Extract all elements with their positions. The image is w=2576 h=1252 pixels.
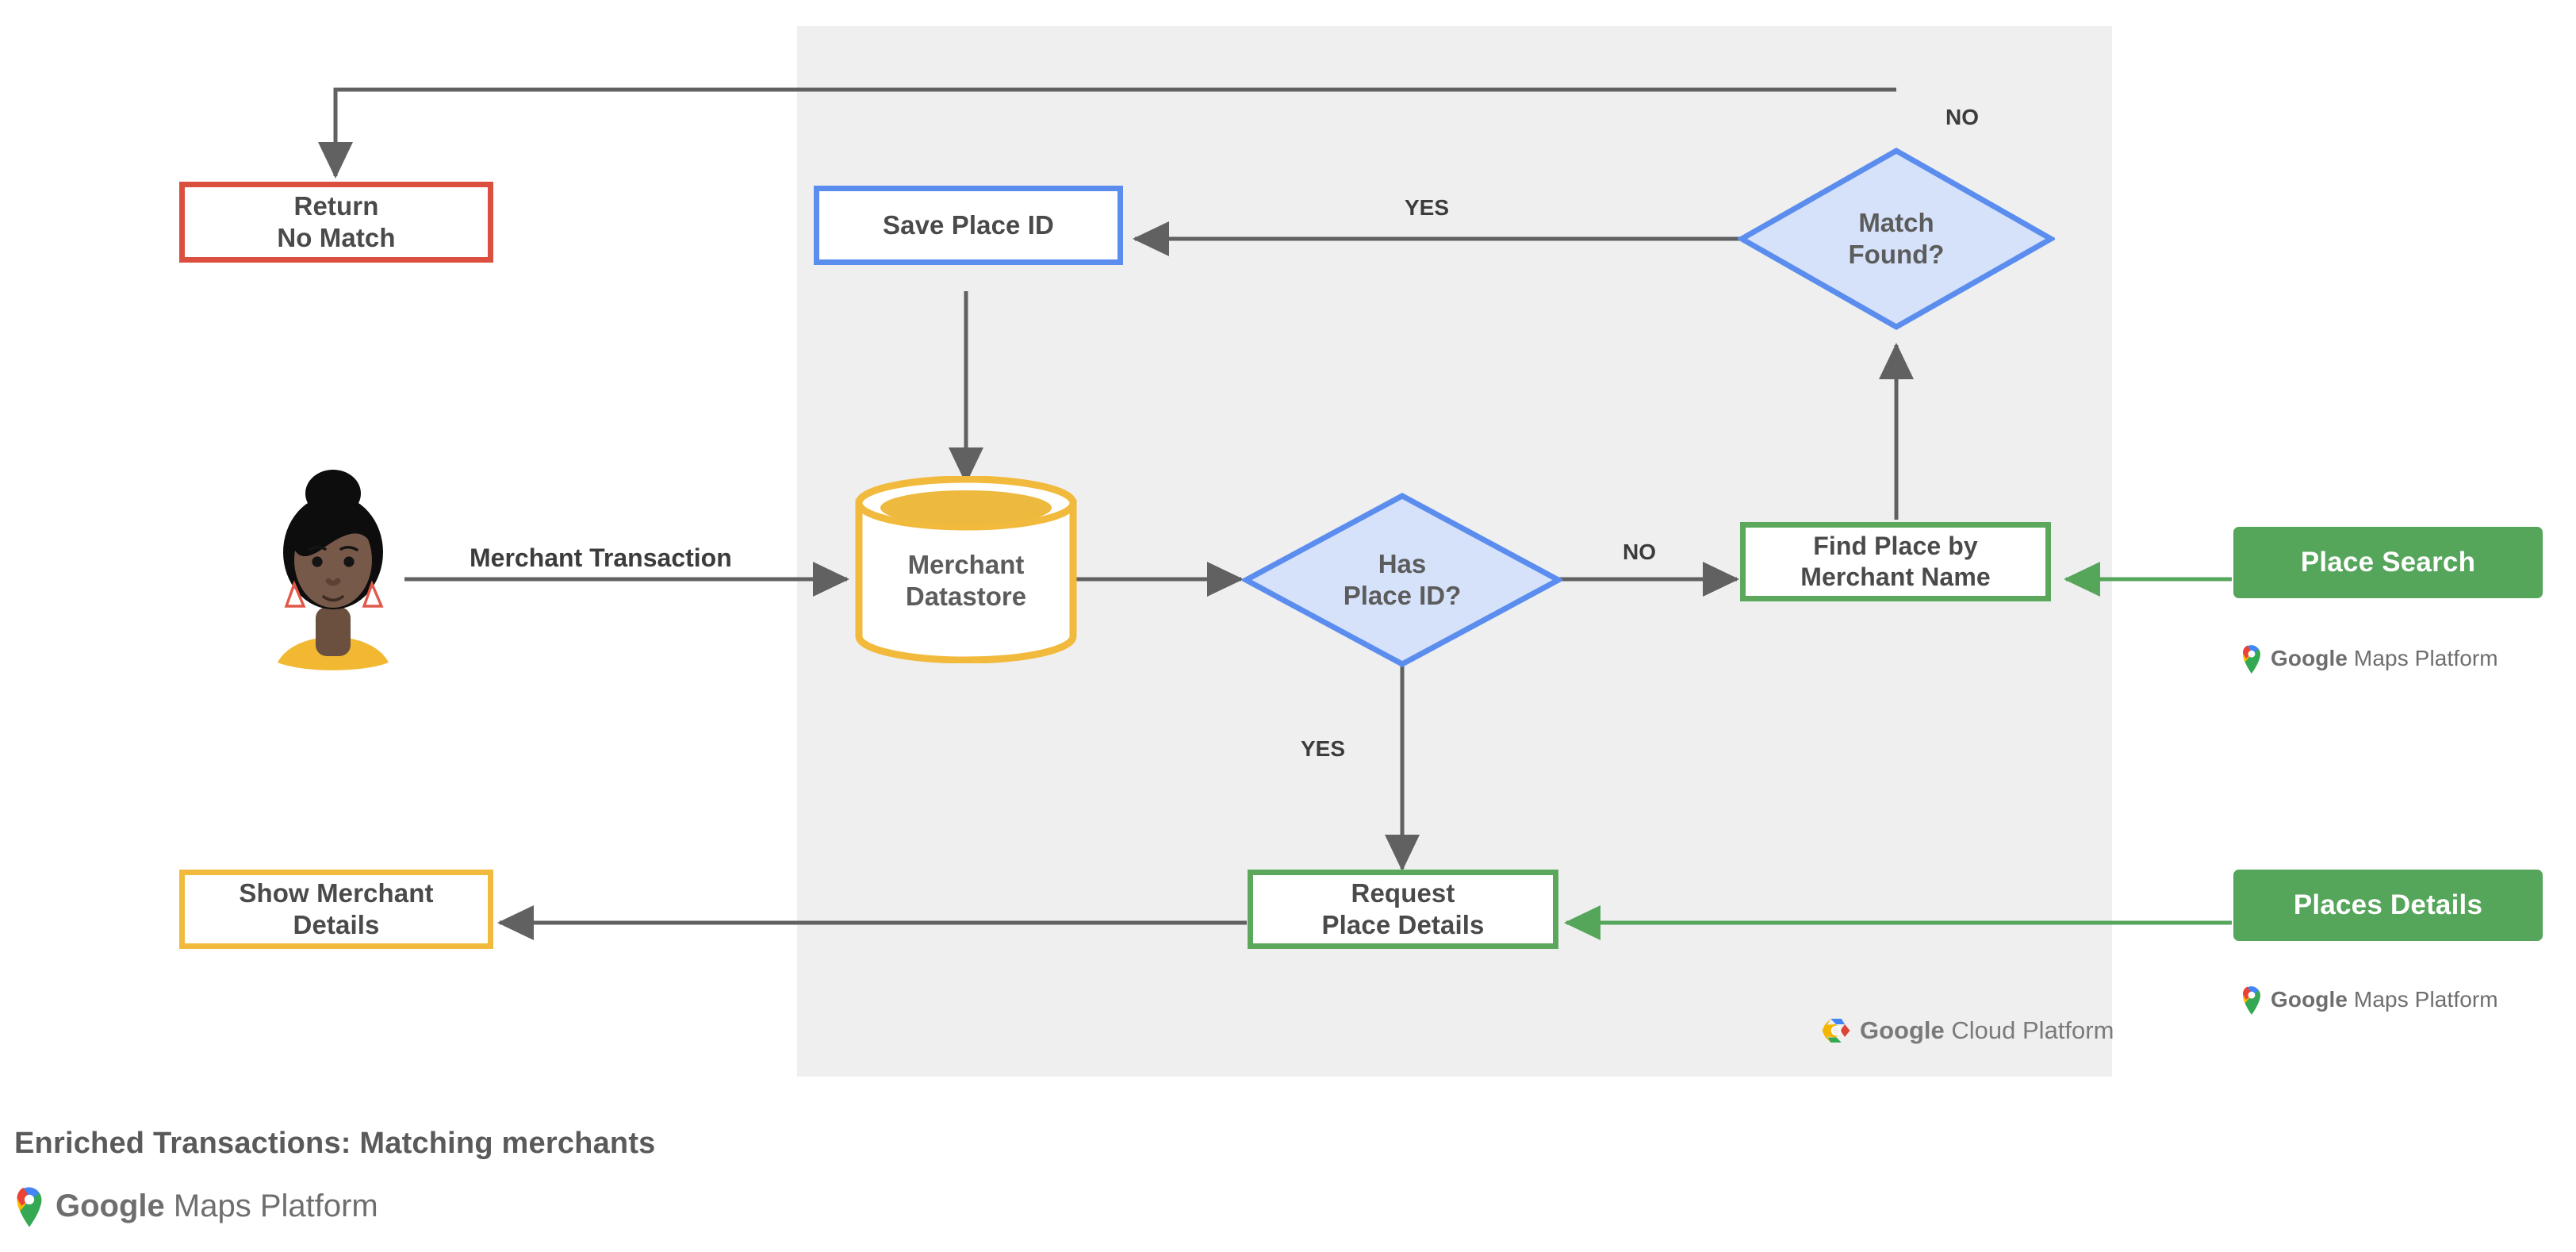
node-find-place-label: Find Place by Merchant Name (1800, 531, 1991, 593)
edge-label-has-place-id-no: NO (1623, 540, 1656, 564)
node-find-place-by-merchant-name[interactable]: Find Place by Merchant Name (1740, 522, 2051, 601)
edge-label-match-found-no: NO (1945, 105, 1979, 129)
gcp-lockup: Google Cloud Platform (1821, 1016, 2114, 1045)
node-save-place-id[interactable]: Save Place ID (814, 186, 1123, 265)
node-merchant-datastore[interactable]: Merchant Datastore (855, 475, 1077, 664)
page-title: Enriched Transactions: Matching merchant… (14, 1127, 656, 1160)
gmp-lockup-text: Google Maps Platform (2271, 646, 2498, 671)
node-find-place-line2: Merchant Name (1800, 563, 1991, 591)
node-merchant-datastore-label: Merchant Datastore (855, 476, 1077, 663)
datastore-cylinder-shape (855, 475, 1077, 664)
node-request-place-details[interactable]: Request Place Details (1248, 870, 1558, 949)
node-find-place-line1: Find Place by (1813, 531, 1978, 560)
node-show-merchant-details-label: Show Merchant Details (239, 878, 433, 942)
api-button-place-search[interactable]: Place Search (2233, 527, 2543, 598)
user-avatar (262, 460, 404, 674)
gcp-suffix-word: Cloud Platform (1944, 1016, 2114, 1044)
google-maps-pin-icon (2242, 986, 2260, 1015)
match-found-diamond-shape (1735, 147, 2057, 331)
google-cloud-platform-hexagon-icon (1822, 1019, 1850, 1043)
node-return-no-match-line1: Return (293, 190, 379, 221)
gmp-google-word: Google (2271, 646, 2348, 670)
api-button-places-details[interactable]: Places Details (2233, 870, 2543, 941)
footer-gmp-text: Google Maps Platform (56, 1189, 378, 1224)
node-save-place-id-label: Save Place ID (883, 209, 1054, 240)
node-show-merchant-details-line2: Details (293, 910, 380, 939)
node-request-place-details-label: Request Place Details (1322, 878, 1485, 942)
gmp-lockup-places-details: Google Maps Platform (2240, 984, 2498, 1016)
gmp-suffix-word: Maps Platform (2348, 646, 2498, 670)
node-match-found[interactable]: Match Found? (1735, 147, 2057, 331)
api-button-places-details-label: Places Details (2293, 889, 2483, 920)
node-show-merchant-details-line1: Show Merchant (239, 878, 434, 908)
node-request-place-details-line2: Place Details (1321, 910, 1485, 939)
edge-label-merchant-transaction: Merchant Transaction (470, 543, 732, 572)
node-return-no-match-label: Return No Match (277, 190, 395, 255)
gmp-lockup-place-search: Google Maps Platform (2240, 643, 2498, 674)
api-button-place-search-label: Place Search (2300, 547, 2476, 578)
gcp-lockup-text: Google Cloud Platform (1860, 1016, 2114, 1045)
gcp-google-word: Google (1860, 1016, 1945, 1044)
has-place-id-diamond-shape (1240, 493, 1565, 667)
node-show-merchant-details[interactable]: Show Merchant Details (179, 870, 493, 949)
node-has-place-id[interactable]: Has Place ID? (1240, 492, 1565, 668)
node-merchant-datastore-line1: Merchant (907, 550, 1025, 580)
gmp-lockup-text: Google Maps Platform (2271, 987, 2498, 1012)
node-return-no-match[interactable]: Return No Match (179, 182, 493, 263)
google-maps-pin-icon (2242, 645, 2260, 674)
edge-label-has-place-id-yes: YES (1301, 736, 1346, 761)
edge-label-match-found-yes: YES (1405, 195, 1450, 220)
google-maps-pin-icon (17, 1187, 42, 1227)
node-return-no-match-line2: No Match (277, 223, 396, 252)
persona-illustration (278, 470, 389, 670)
footer-gmp-lockup: Google Maps Platform (13, 1184, 378, 1228)
footer-suffix-word: Maps Platform (164, 1188, 378, 1223)
node-merchant-datastore-line2: Datastore (905, 582, 1027, 611)
footer-google-word: Google (56, 1188, 165, 1223)
gmp-google-word: Google (2271, 987, 2348, 1012)
node-request-place-details-line1: Request (1351, 878, 1455, 908)
gmp-suffix-word: Maps Platform (2348, 987, 2498, 1012)
